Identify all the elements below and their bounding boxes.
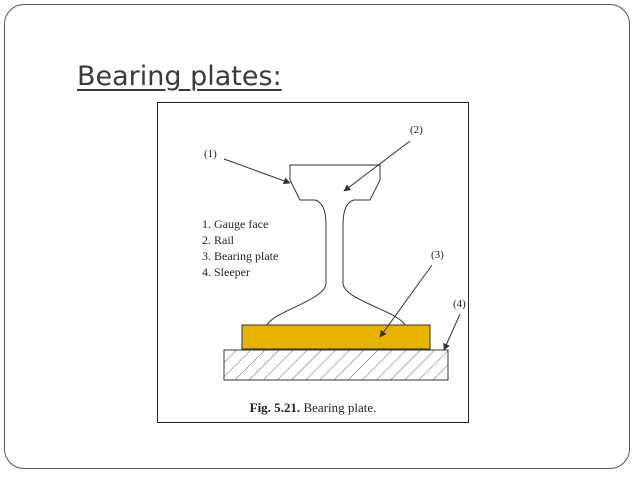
callout-label-1: (1) [204,148,217,160]
callout-line-4 [443,313,461,351]
callout-line-1 [223,158,291,185]
callout-label-4: (4) [453,298,466,310]
rail-diagram [223,140,461,381]
legend-item-gauge-face: 1. Gauge face [202,217,269,231]
caption-text: Bearing plate. [303,400,377,415]
figure-caption: Fig. 5.21. Bearing plate. [158,400,468,416]
callout-line-2 [343,140,411,192]
legend-item-sleeper: 4. Sleeper [202,265,250,279]
figure-box: (1) (2) (3) (4) 1. Gauge face 2. Rail 3.… [157,102,469,423]
callout-line-3 [379,264,433,338]
legend-item-rail: 2. Rail [202,233,234,247]
legend-item-bearing-plate: 3. Bearing plate [202,249,279,263]
slide-frame: Bearing plates: (1) (2) [4,4,630,469]
callout-label-2: (2) [410,124,423,136]
caption-label: Fig. 5.21. [249,400,301,415]
callout-label-3: (3) [431,249,444,261]
bearing-plate [241,324,431,350]
legend: 1. Gauge face 2. Rail 3. Bearing plate 4… [202,216,278,280]
slide-title: Bearing plates: [77,61,282,92]
rail-profile [266,164,406,326]
sleeper [223,349,449,381]
